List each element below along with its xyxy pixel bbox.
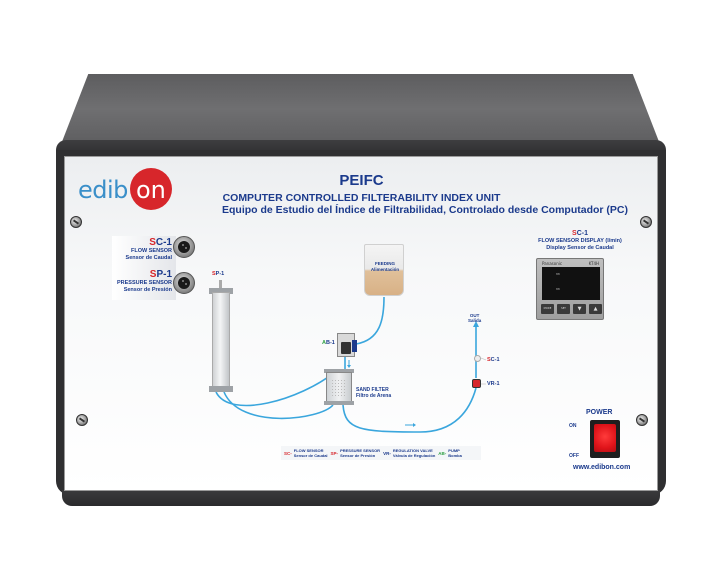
- flow-display-en: FLOW SENSOR DISPLAY (l/min): [538, 238, 622, 244]
- screw-icon: [76, 414, 88, 426]
- off-label: OFF: [569, 453, 579, 459]
- display-set-button[interactable]: SET: [557, 304, 570, 314]
- display-screen: 88 88: [542, 267, 600, 300]
- logo-text-left: edib: [78, 176, 128, 204]
- column-cap-bottom: [209, 386, 233, 392]
- model-title: PEIFC: [339, 172, 384, 189]
- flow-display-es: Display Sensor de Caudal: [546, 245, 614, 251]
- flow-sensor-en: FLOW SENSOR: [131, 248, 172, 254]
- flow-sensor-display: Panasonic KT4H 88 88 MODE SET ▼ ▲: [536, 258, 604, 320]
- website-url: www.edibon.com: [573, 464, 631, 471]
- flow-display-caption: SC-1 FLOW SENSOR DISPLAY (l/min) Display…: [520, 230, 640, 252]
- screw-icon: [70, 216, 82, 228]
- ab1-label: AB-1: [322, 340, 335, 346]
- feeding-tank: FEEDING Alimentación: [364, 244, 404, 296]
- cabinet-lid: [58, 74, 663, 152]
- logo-circle: [130, 168, 172, 210]
- power-rocker[interactable]: [594, 424, 616, 452]
- vr1-regulation-valve[interactable]: [472, 379, 481, 388]
- flow-sensor-connector[interactable]: [173, 236, 195, 258]
- pump-ab1: [337, 333, 357, 357]
- power-switch[interactable]: [590, 420, 620, 458]
- cabinet-base: [62, 490, 660, 506]
- flow-sensor-es: Sensor de Caudal: [125, 255, 172, 261]
- screw-icon: [640, 216, 652, 228]
- column-stem: [219, 280, 222, 289]
- pressure-sensor-connector[interactable]: [173, 272, 195, 294]
- pressure-sensor-code: SP-1: [149, 269, 172, 280]
- screw-icon: [636, 414, 648, 426]
- sand-filter-label: SAND FILTER Filtro de Arena: [356, 387, 392, 399]
- unit-title-es: Equipo de Estudio del Índice de Filtrabi…: [221, 204, 628, 216]
- power-label: POWER: [586, 409, 613, 416]
- pressure-sensor-en: PRESSURE SENSOR: [116, 280, 172, 286]
- display-model: KT4H: [588, 261, 599, 266]
- sand-filter: [326, 372, 352, 402]
- filtration-column: [212, 292, 230, 388]
- sand-filter-cap-top: [324, 369, 354, 373]
- logo-text-right: on: [136, 176, 166, 204]
- flow-sensor-code: SC-1: [149, 237, 172, 248]
- display-keys: MODE SET ▼ ▲: [541, 304, 602, 314]
- feeding-tank-label: FEEDING Alimentación: [370, 261, 400, 272]
- sc1-flow-sensor: [474, 355, 481, 362]
- display-brand: Panasonic: [542, 261, 563, 266]
- column-cap-top: [209, 288, 233, 294]
- display-pv: 88: [556, 272, 560, 276]
- display-mode-button[interactable]: MODE: [541, 304, 554, 314]
- sp1-label: SP-1: [212, 271, 225, 277]
- pressure-sensor-es: Sensor de Presión: [123, 287, 172, 293]
- vr1-label: VR-1: [487, 381, 500, 387]
- on-label: ON: [569, 423, 577, 429]
- display-sv: 88: [556, 287, 560, 291]
- flow-sensor-tag: SC-1 FLOW SENSOR Sensor de Caudal: [112, 236, 176, 268]
- flow-display-code: SC-1: [572, 230, 588, 237]
- sand-filter-cap-bottom: [324, 401, 354, 405]
- display-up-button[interactable]: ▲: [589, 304, 602, 314]
- out-label: OUT Salida: [468, 313, 482, 323]
- edibon-logo: edib on: [78, 168, 178, 212]
- display-down-button[interactable]: ▼: [573, 304, 586, 314]
- pressure-sensor-tag: SP-1 PRESSURE SENSOR Sensor de Presión: [112, 268, 176, 300]
- unit-title-en: COMPUTER CONTROLLED FILTERABILITY INDEX …: [222, 192, 501, 204]
- sc1-label: SC-1: [487, 357, 500, 363]
